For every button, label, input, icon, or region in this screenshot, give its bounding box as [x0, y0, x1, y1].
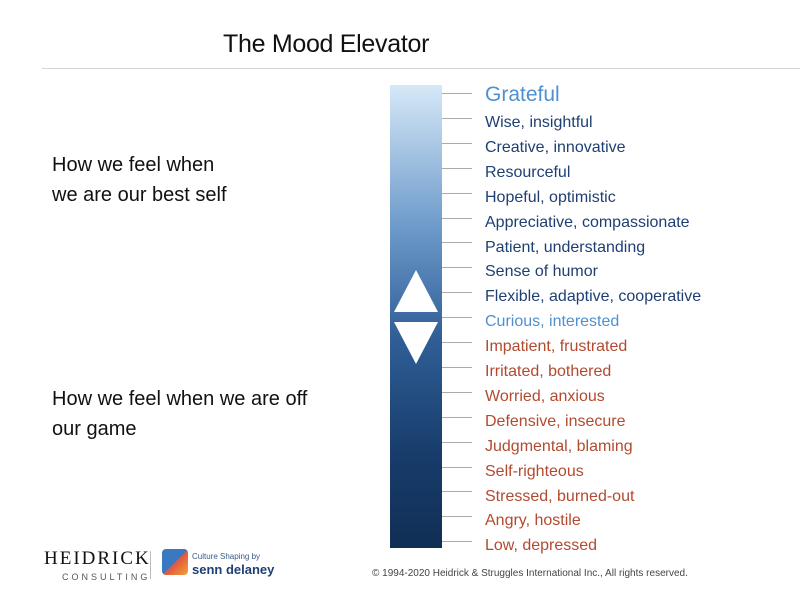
mood-level-item: Worried, anxious [485, 387, 605, 405]
mood-level-item: Angry, hostile [485, 512, 581, 530]
level-tick [442, 366, 472, 368]
level-tick [442, 516, 472, 518]
level-ticks [442, 85, 472, 548]
mood-level-item: Curious, interested [485, 313, 620, 331]
mood-level-item: Wise, insightful [485, 114, 593, 131]
mood-level-item: Resourceful [485, 163, 571, 181]
level-tick [442, 416, 472, 418]
level-tick [442, 142, 472, 144]
senn-delaney-wordmark: senn delaney [192, 562, 275, 577]
page-title: The Mood Elevator [223, 30, 430, 58]
level-tick [442, 541, 472, 543]
level-tick [442, 317, 472, 319]
level-tick [442, 167, 472, 169]
down-arrow-icon [394, 322, 438, 364]
level-tick [442, 292, 472, 294]
heidrick-logo: HEIDRICK CONSULTING [44, 548, 154, 582]
level-tick [442, 267, 472, 269]
senn-delaney-logo-icon [162, 549, 188, 575]
mood-level-item: Self-righteous [485, 462, 584, 480]
level-tick [442, 192, 472, 194]
mood-level-item: Impatient, frustrated [485, 338, 628, 356]
mood-level-item: Patient, understanding [485, 238, 646, 256]
level-tick [442, 242, 472, 244]
mood-level-item: Grateful [485, 83, 560, 106]
mood-level-item: Judgmental, blaming [485, 437, 633, 455]
level-tick [442, 391, 472, 393]
heidrick-wordmark: HEIDRICK [44, 548, 151, 569]
logo-divider [150, 551, 151, 579]
title-divider [42, 68, 800, 69]
culture-shaping-label: Culture Shaping by [192, 552, 261, 561]
level-tick [442, 217, 472, 219]
mood-level-item: Sense of humor [485, 263, 598, 281]
level-tick [442, 117, 472, 119]
mood-level-item: Irritated, bothered [485, 363, 612, 380]
mood-level-item: Hopeful, optimistic [485, 188, 616, 206]
level-tick [442, 466, 472, 468]
mood-level-item: Appreciative, compassionate [485, 213, 690, 231]
level-tick [442, 441, 472, 443]
copyright-notice: © 1994-2020 Heidrick & Struggles Interna… [372, 568, 688, 579]
mood-level-item: Creative, innovative [485, 138, 626, 156]
mood-elevator-shaft [390, 85, 442, 548]
level-tick [442, 491, 472, 493]
mood-level-item: Low, depressed [485, 537, 598, 555]
mood-level-item: Stressed, burned-out [485, 487, 635, 505]
mood-level-item: Defensive, insecure [485, 412, 626, 430]
level-tick [442, 93, 472, 94]
up-arrow-icon [394, 270, 438, 312]
off-game-caption: How we feel when we are off our game [52, 388, 308, 440]
level-tick [442, 342, 472, 343]
mood-level-item: Flexible, adaptive, cooperative [485, 288, 702, 306]
consulting-wordmark: CONSULTING [62, 572, 151, 582]
best-self-caption: How we feel when we are our best self [52, 154, 227, 206]
